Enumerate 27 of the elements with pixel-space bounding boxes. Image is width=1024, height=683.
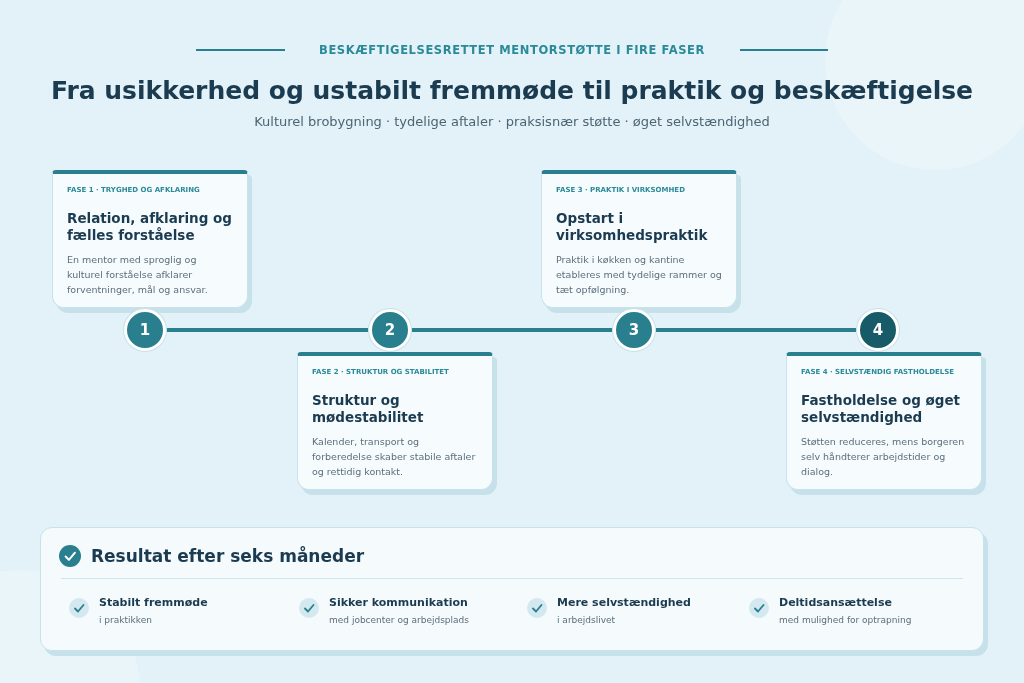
result-description: med jobcenter og arbejdsplads [329,615,470,625]
card-heading: Opstart i virksomhedspraktik [556,210,709,244]
card-description: Støtten reduceres, mens borgeren selv håndterer arbejdstider og dialog. [801,435,966,479]
timeline-connector [167,328,368,332]
step-number-circle: 4 [857,309,899,351]
card-description: Praktik i køkken og kantine etableres med tydelige rammer og tæt opfølgning. [556,253,722,297]
card-heading: Fastholdelse og øget selvstændighed [801,392,962,426]
result-heading: Stabilt fremmøde [99,596,209,609]
result-heading: Sikker kommunikation [329,596,469,609]
timeline-connector [412,328,612,332]
panel-heading: Resultat efter seks måneder [91,546,365,566]
step-number-circle: 3 [613,309,655,351]
result-description: med mulighed for optrapning [779,615,913,625]
step-number-circle: 1 [124,309,166,351]
eyebrow-text: BESKÆFTIGELSESRETTET MENTORSTØTTE I FIRE FASER [318,43,706,57]
step-number-circle: 2 [369,309,411,351]
card-heading: Relation, afklaring og fælles forståelse [67,210,233,244]
timeline-connector [656,328,856,332]
card-description: En mentor med sproglig og kulturel forståelse afklarer forventninger, mål og ansvar. [67,253,209,297]
result-description: i arbejdslivet [557,615,617,625]
subtitle: Kulturel brobygning · tydelige aftaler · praksisnær støtte · øget selvstændighed [253,114,771,129]
card-heading: Struktur og mødestabilitet [312,392,425,426]
result-heading: Mere selvstændighed [557,596,692,609]
result-description: i praktikken [99,615,153,625]
result-heading: Deltidsansættelse [779,596,893,609]
title: Fra usikkerhed og ustabilt fremmøde til praktik og beskæftigelse [49,76,975,105]
card-description: Kalender, transport og forberedelse skaber stabile aftaler og rettidig kontakt. [312,435,477,479]
